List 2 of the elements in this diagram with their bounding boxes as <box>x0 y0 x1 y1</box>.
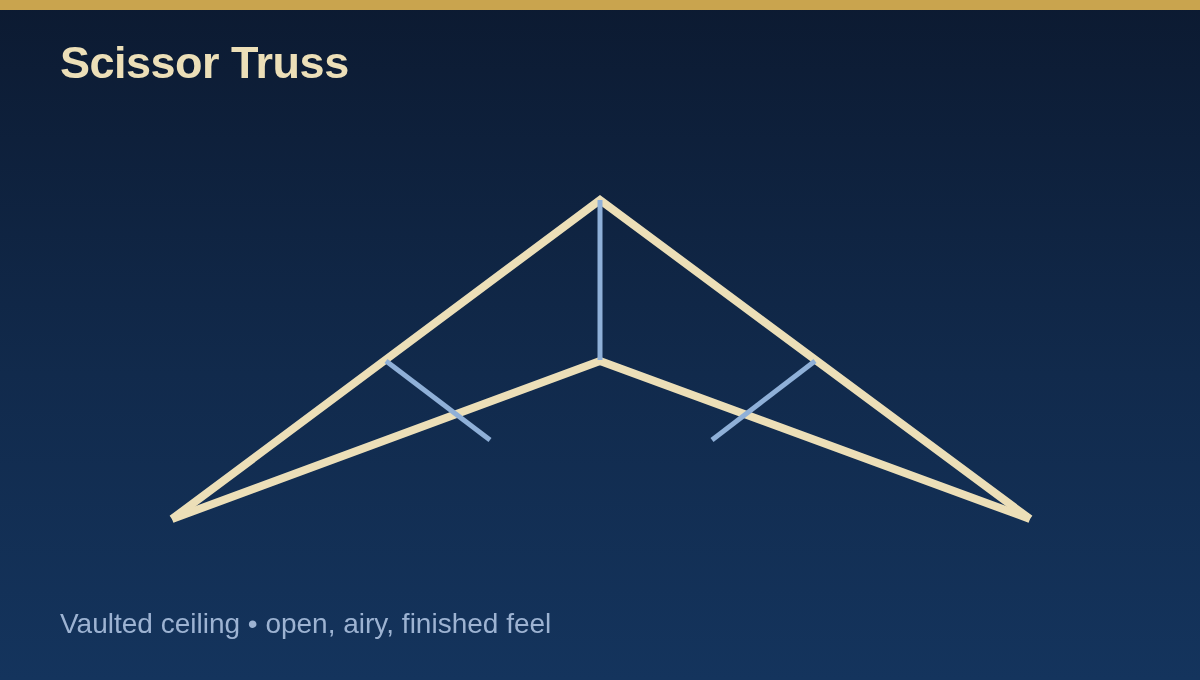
caption: Vaulted ceiling • open, airy, finished feel <box>60 607 552 641</box>
title: Scissor Truss <box>60 36 349 90</box>
